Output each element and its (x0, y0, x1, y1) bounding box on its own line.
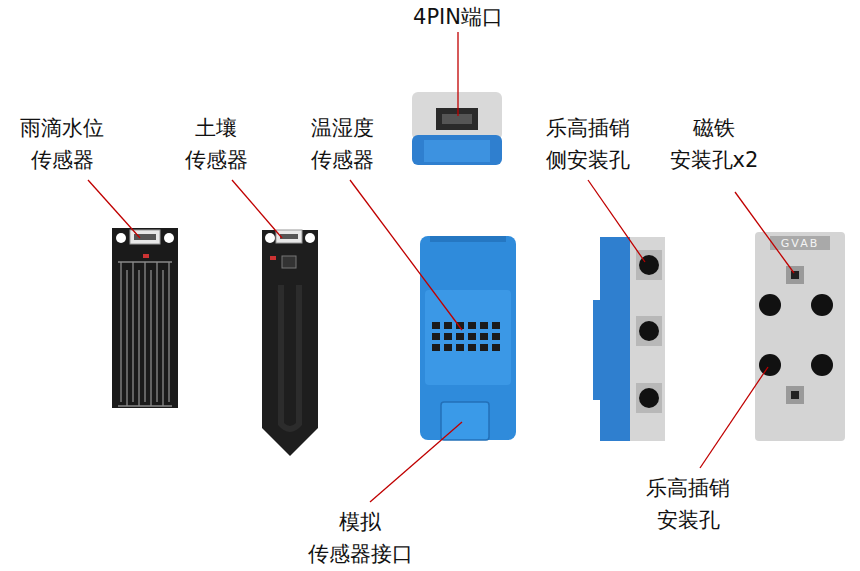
temp-humidity-sensor (420, 236, 516, 440)
part-label: 温湿度 传感器 (311, 112, 374, 176)
soil-sensor (262, 230, 318, 456)
part-label: 乐高插销 安装孔 (646, 472, 730, 536)
rain-sensor (112, 228, 178, 408)
housing-marking: GVAB (781, 238, 819, 250)
leader-lines (88, 32, 794, 502)
port-top-view (412, 92, 502, 165)
part-label: 模拟 传感器接口 (308, 506, 413, 570)
part-label: 4PIN端口 (413, 1, 503, 33)
part-label: 磁铁 安装孔x2 (670, 112, 759, 176)
part-label: 土壤 传感器 (185, 112, 248, 176)
part-label: 雨滴水位 传感器 (20, 112, 104, 176)
side-view (593, 237, 665, 441)
part-label: 乐高插销 侧安装孔 (546, 112, 630, 176)
back-view (755, 232, 845, 441)
